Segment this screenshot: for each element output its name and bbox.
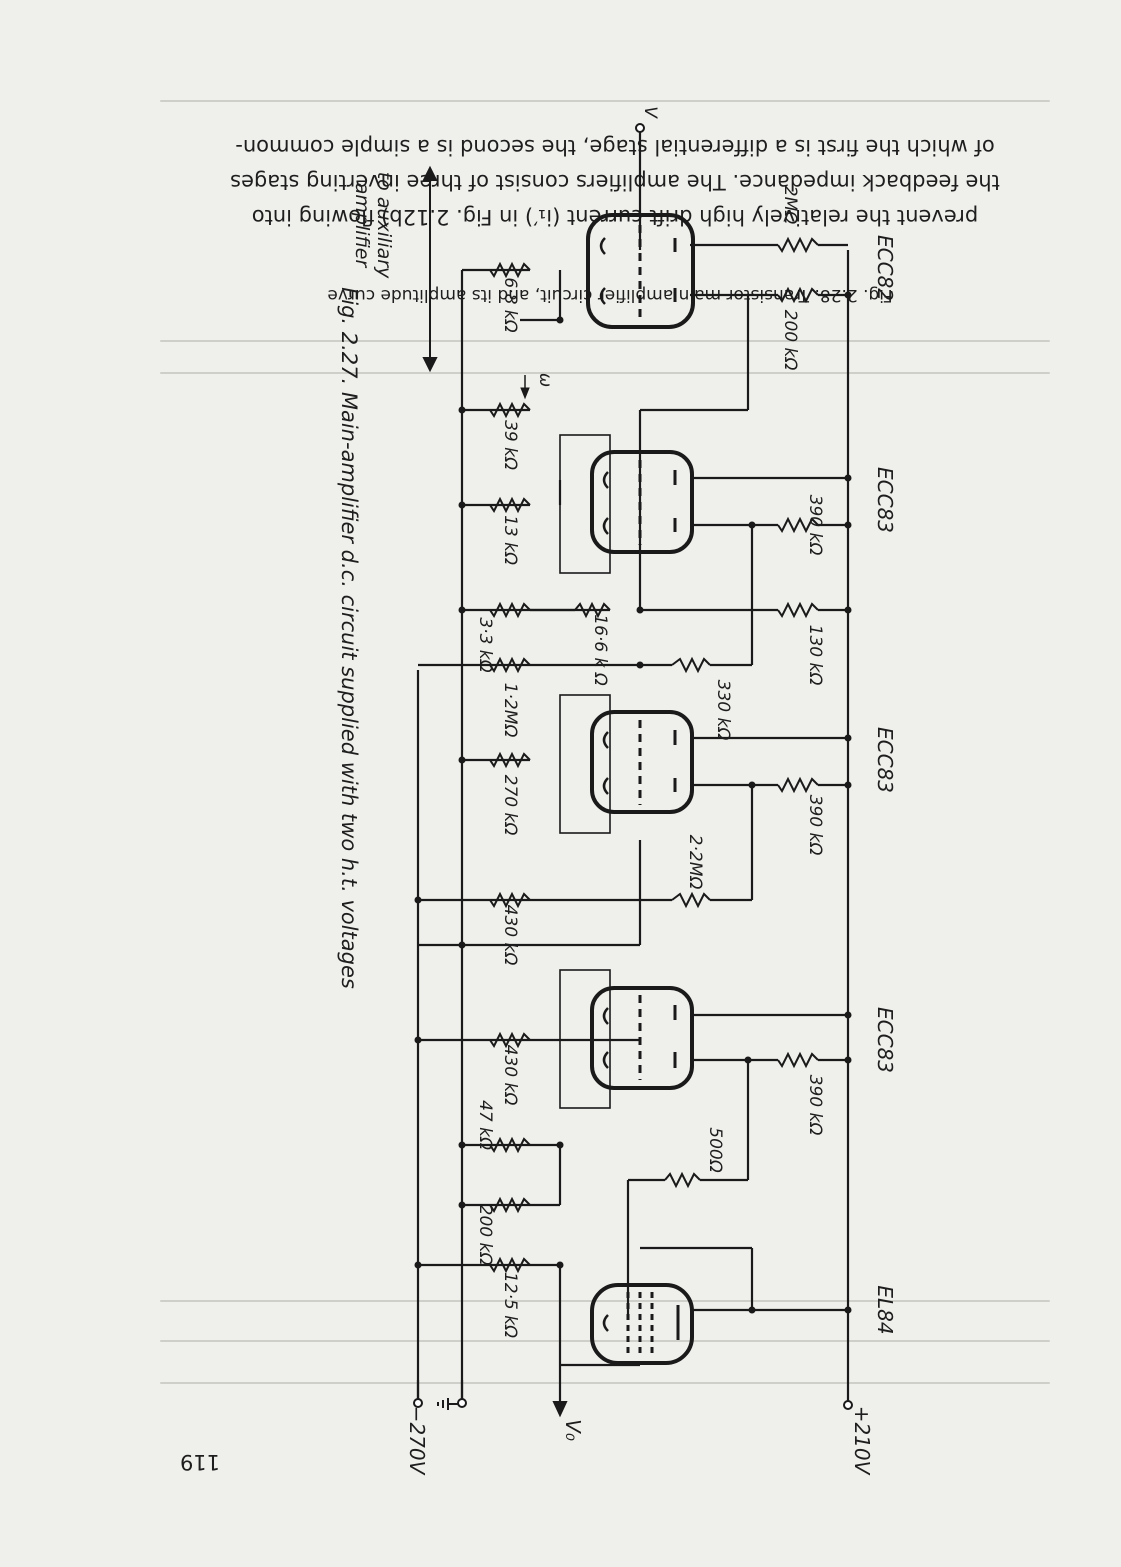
- label-200k-out: 200 kΩ: [475, 1205, 495, 1266]
- tube-label-ecc83-3: ECC83: [873, 1007, 897, 1073]
- label-2-2m: 2·2MΩ: [685, 835, 705, 890]
- resistor-2-2m: [671, 891, 711, 909]
- label-390k-c: 390 kΩ: [805, 1075, 825, 1136]
- label-6-8k: 6·8 kΩ: [500, 277, 520, 332]
- label-430k-b: 430 kΩ: [500, 1045, 520, 1106]
- label-2m: 2MΩ: [780, 186, 800, 224]
- figure-caption: Fig. 2.27. Main-amplifier d.c. circuit s…: [337, 287, 361, 989]
- bleed-line-3: of which the first is a differential sta…: [235, 135, 994, 159]
- tube-label-el84: EL84: [873, 1285, 897, 1334]
- terminal-minus-270: [413, 1398, 423, 1408]
- output-arrow-icon: [552, 1401, 568, 1418]
- supply-minus-270-label: −270V: [405, 1406, 429, 1476]
- label-200k: 200 kΩ: [780, 310, 800, 371]
- tube-label-ecc82: ECC82: [873, 235, 897, 301]
- resistor-430k-b: [489, 1031, 531, 1049]
- input-label: V: [640, 106, 660, 119]
- label-270k: 270 kΩ: [500, 775, 520, 836]
- tube-label-ecc83-1: ECC83: [873, 467, 897, 533]
- label-1-2m: 1·2MΩ: [500, 683, 520, 738]
- label-12-5k: 12·5 kΩ: [500, 1272, 520, 1338]
- resistor-130k: [777, 601, 819, 619]
- bleed-line-4: Fig. 2.28. Transistor main amplifier cir…: [327, 285, 892, 305]
- bleed-through-text: prevent the relatively high drift curren…: [180, 135, 1000, 1474]
- arrows: [422, 165, 568, 1418]
- output-label: V₀: [561, 1419, 585, 1441]
- resistor-390k-ecc83-c: [777, 1051, 819, 1069]
- resistor-270k: [489, 751, 531, 769]
- resistor-1-2m: [489, 656, 531, 674]
- auxiliary-label-line1: to auxiliary: [373, 172, 395, 279]
- label-330k: 330 kΩ: [713, 680, 733, 741]
- resistor-430k-a: [489, 891, 531, 909]
- resistor-330k: [671, 656, 711, 674]
- junction-dots: [414, 291, 852, 1314]
- label-390k-a: 390 kΩ: [805, 495, 825, 556]
- label-430k-a: 430 kΩ: [500, 905, 520, 966]
- circuit-wires: [416, 130, 850, 1410]
- label-130k: 130 kΩ: [805, 625, 825, 686]
- resistor-500: [664, 1171, 701, 1189]
- auxiliary-label-line2: amplifier: [351, 183, 373, 269]
- label-390k-b: 390 kΩ: [805, 795, 825, 856]
- tube-ecc82: [586, 213, 695, 329]
- terminal-input: [635, 123, 645, 133]
- tube-ecc83-1: [559, 434, 694, 574]
- tube-label-ecc83-2: ECC83: [873, 727, 897, 793]
- label-39k: 39 kΩ: [500, 420, 520, 470]
- resistor-6-8k: [489, 261, 531, 279]
- resistor-200k-out: [489, 1196, 531, 1214]
- resistor-16-6k: [574, 601, 611, 619]
- arrow-from-auxiliary-icon: [422, 357, 438, 373]
- tube-ecc83-2: [559, 694, 694, 834]
- resistor-390k-ecc83-a: [777, 516, 819, 534]
- bleed-page-number: 119: [180, 1450, 220, 1474]
- resistor-2m-ecc82: [777, 236, 819, 254]
- arrow-to-auxiliary-icon: [422, 165, 438, 181]
- ground-icon: [437, 1398, 458, 1410]
- label-47k: 47 kΩ: [475, 1100, 495, 1150]
- resistor-39k: [489, 401, 531, 419]
- resistor-3-3k: [489, 601, 531, 619]
- label-500: 500Ω: [705, 1127, 725, 1172]
- bleed-line-2: the feedback impedance. The amplifiers c…: [230, 170, 1000, 194]
- supply-plus-210-label: +210V: [850, 1406, 874, 1476]
- resistor-13k: [489, 496, 531, 514]
- resistor-12-5k: [489, 1256, 531, 1274]
- resistor-200k-ecc82: [777, 286, 819, 304]
- resistor-390k-ecc83-b: [777, 776, 819, 794]
- tube-el84: [590, 1283, 694, 1365]
- tube-ecc83-3: [559, 969, 694, 1109]
- label-3-3k: 3·3 kΩ: [475, 617, 495, 672]
- terminal-ground: [457, 1398, 467, 1408]
- omega-label: ω: [535, 373, 555, 387]
- label-16-6k: 16·6 k Ω: [590, 614, 610, 686]
- resistor-47k: [489, 1136, 531, 1154]
- terminal-plus-210: [843, 1400, 853, 1410]
- label-13k: 13 kΩ: [500, 515, 520, 565]
